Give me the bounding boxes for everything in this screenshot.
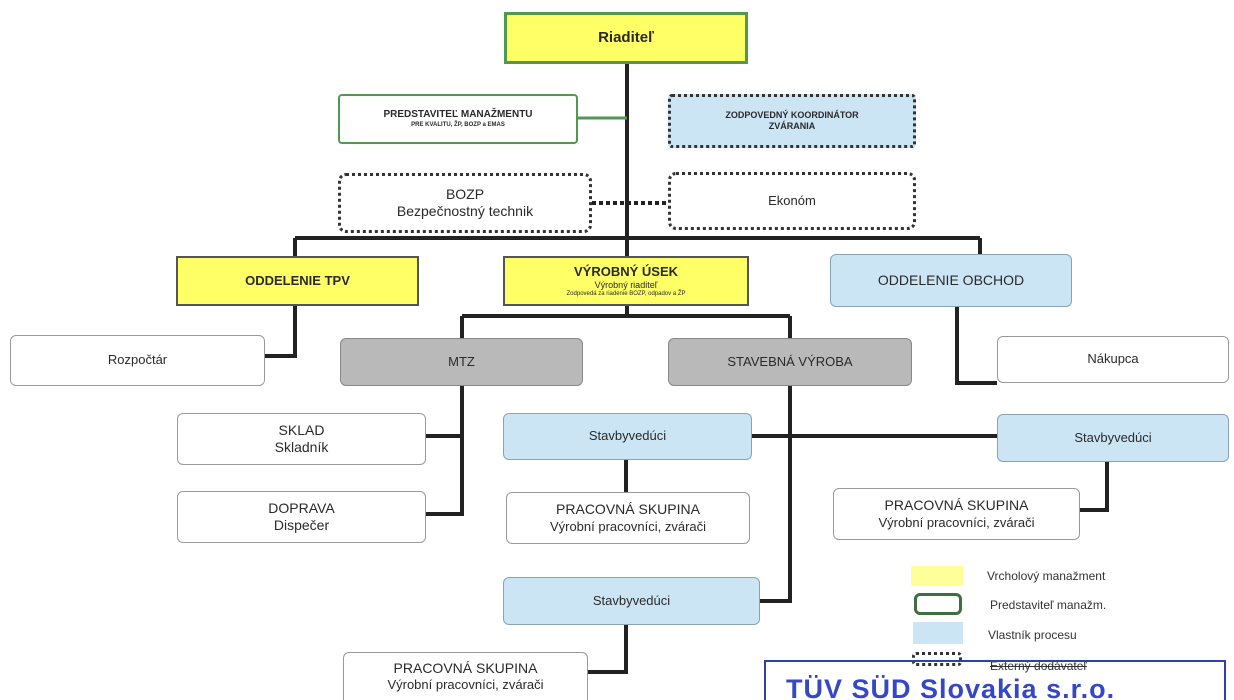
node-work-group-3-line1: PRACOVNÁ SKUPINA (393, 659, 538, 676)
connector-site2-group (1080, 462, 1109, 512)
node-warehouse-line1: SKLAD (278, 421, 325, 438)
legend-label-management-rep: Predstaviteľ manažm. (990, 598, 1107, 612)
node-economist-label: Ekonóm (768, 192, 816, 208)
node-welding-coordinator-line1: ZODPOVEDNÝ KOORDINÁTOR (725, 109, 859, 120)
node-warehouse: SKLAD Skladník (177, 413, 426, 465)
node-tpv-label: ODDELENIE TPV (245, 272, 350, 288)
node-welding-coordinator: ZODPOVEDNÝ KOORDINÁTOR ZVÁRANIA (668, 94, 916, 148)
node-work-group-1: PRACOVNÁ SKUPINA Výrobní pracovníci, zvá… (506, 492, 750, 544)
node-bozp: BOZP Bezpečnostný technik (338, 173, 592, 233)
node-site-manager-3-label: Stavbyvedúci (592, 592, 671, 608)
node-management-rep-line1: PREDSTAVITEĽ MANAŽMENTU (383, 109, 533, 120)
connector-tpv-budgeter (265, 304, 297, 358)
node-warehouse-line2: Skladník (274, 439, 329, 455)
legend-label-top-management: Vrcholový manažment (987, 569, 1106, 583)
connector-mtz-subs (426, 386, 464, 516)
node-site-manager-1-label: Stavbyvedúci (588, 428, 667, 444)
node-work-group-2-line2: Výrobní pracovníci, zvárači (878, 514, 1035, 530)
node-work-group-2: PRACOVNÁ SKUPINA Výrobní pracovníci, zvá… (833, 488, 1080, 540)
node-work-group-1-line2: Výrobní pracovníci, zvárači (549, 518, 707, 534)
legend-swatch-management-rep (914, 593, 962, 615)
node-work-group-3-line2: Výrobní pracovníci, zvárači (387, 677, 544, 693)
node-production-line3: Zodpovedá za riadenie BOZP, odpadov a ŽP (566, 291, 686, 297)
node-production-line2: Výrobný riaditeľ (594, 279, 658, 290)
node-construction: STAVEBNÁ VÝROBA (668, 338, 912, 386)
node-sales: ODDELENIE OBCHOD (830, 254, 1072, 307)
node-transport-line2: Dispečer (273, 517, 330, 533)
node-mtz-label: MTZ (448, 353, 475, 369)
legend-label-process-owner: Vlastník procesu (988, 628, 1077, 642)
node-director-label: Riaditeľ (598, 28, 654, 46)
certification-stamp-text: TÜV SÜD Slovakia s.r.o. (786, 674, 1116, 700)
node-sales-label: ODDELENIE OBCHOD (877, 271, 1025, 288)
node-mtz: MTZ (340, 338, 583, 386)
node-tpv: ODDELENIE TPV (176, 256, 419, 306)
node-production: VÝROBNÝ ÚSEK Výrobný riaditeľ Zodpovedá … (503, 256, 749, 306)
node-budgeter: Rozpočtár (10, 335, 265, 386)
node-director: Riaditeľ (504, 12, 748, 64)
node-management-rep: PREDSTAVITEĽ MANAŽMENTU PRE KVALITU, ŽP,… (338, 94, 578, 144)
node-transport: DOPRAVA Dispečer (177, 491, 426, 543)
node-buyer-label: Nákupca (1087, 351, 1139, 367)
node-welding-coordinator-line2: ZVÁRANIA (768, 121, 816, 131)
legend-swatch-process-owner (913, 622, 963, 644)
legend-label-external-supplier: Externý dodávateľ (990, 659, 1087, 673)
legend-swatch-external-supplier (912, 652, 962, 666)
node-transport-line1: DOPRAVA (268, 499, 335, 516)
node-site-manager-3: Stavbyvedúci (503, 577, 760, 625)
node-production-line1: VÝROBNÝ ÚSEK (573, 263, 679, 279)
connector-sales-buyer (955, 304, 997, 385)
node-management-rep-line2: PRE KVALITU, ŽP, BOZP a EMAS (411, 121, 505, 128)
node-work-group-3: PRACOVNÁ SKUPINA Výrobní pracovníci, zvá… (343, 652, 588, 700)
connector-site3-group (588, 625, 628, 674)
node-bozp-line2: Bezpečnostný technik (396, 203, 534, 219)
node-economist: Ekonóm (668, 172, 916, 230)
connector-construction-down (760, 386, 792, 603)
node-budgeter-label: Rozpočtár (107, 352, 168, 368)
node-site-manager-2: Stavbyvedúci (997, 414, 1229, 462)
node-site-manager-2-label: Stavbyvedúci (1074, 429, 1152, 445)
node-bozp-line1: BOZP (445, 185, 485, 202)
node-work-group-1-line1: PRACOVNÁ SKUPINA (556, 501, 700, 518)
certification-stamp: TÜV SÜD Slovakia s.r.o. (764, 660, 1226, 700)
node-construction-label: STAVEBNÁ VÝROBA (727, 353, 853, 369)
node-work-group-2-line1: PRACOVNÁ SKUPINA (884, 497, 1029, 514)
node-site-manager-1: Stavbyvedúci (503, 413, 752, 460)
legend-swatch-top-management (911, 566, 963, 586)
node-buyer: Nákupca (997, 336, 1229, 383)
